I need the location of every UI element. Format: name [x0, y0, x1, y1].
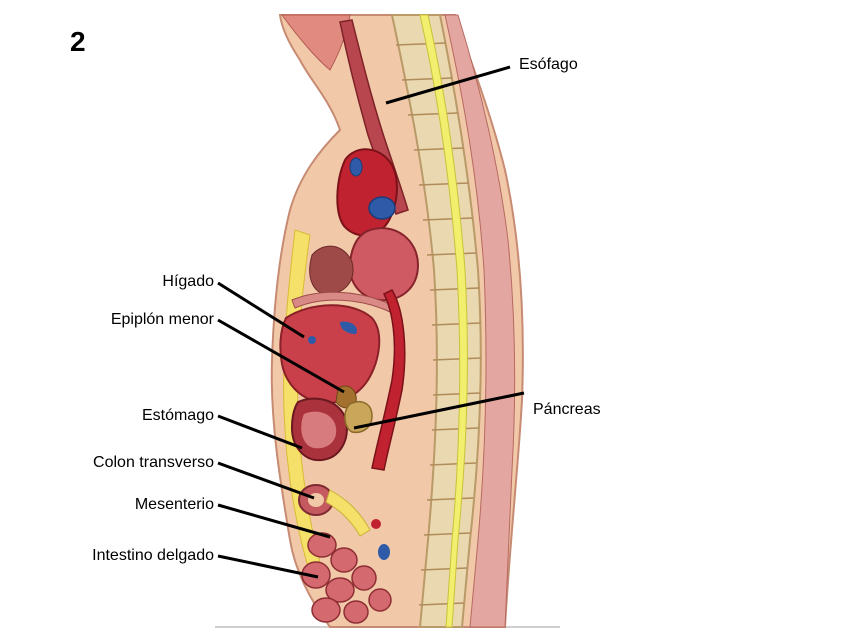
label-pancreas: Páncreas — [533, 402, 601, 418]
lung-tissue — [310, 246, 353, 294]
vena-cava-upper — [350, 158, 362, 176]
label-esofago: Esófago — [519, 57, 578, 73]
pulmonary-vein — [369, 197, 395, 219]
label-estomago: Estómago — [40, 408, 214, 424]
label-intestino: Intestino delgado — [40, 548, 214, 564]
mesenteric-vessel-blue — [378, 544, 390, 560]
heart — [350, 228, 418, 300]
mesenteric-vessel-red — [371, 519, 381, 529]
portal-vein — [308, 336, 316, 344]
label-colon: Colon transverso — [40, 455, 214, 471]
label-mesenterio: Mesenterio — [40, 497, 214, 513]
label-higado: Hígado — [40, 274, 214, 290]
label-epiplon: Epiplón menor — [40, 312, 214, 328]
figure-number: 2 — [70, 26, 86, 58]
aortic-arch — [337, 149, 397, 235]
